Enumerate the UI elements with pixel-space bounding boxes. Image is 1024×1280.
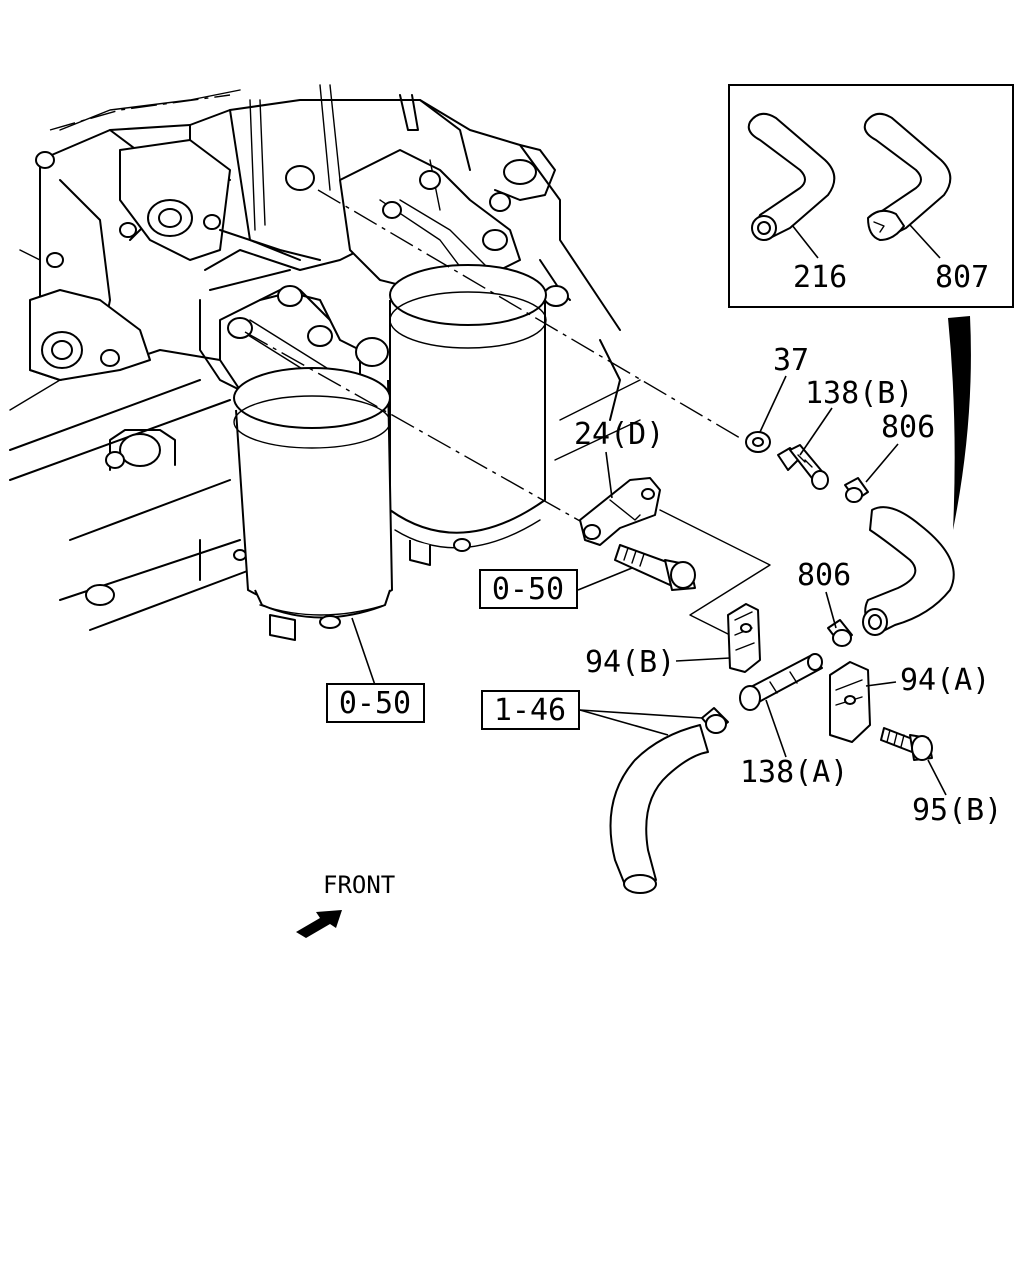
- clip-94a: [829, 661, 871, 743]
- callout-94b: 94(B): [585, 645, 675, 680]
- engine-block: [9, 84, 641, 631]
- fitting-138b: [777, 444, 829, 490]
- inset-hose-variants: [728, 84, 1014, 308]
- right-hose: [862, 506, 955, 636]
- clamp-806-upper: [844, 477, 869, 503]
- rear-filter-cartridge: [389, 264, 547, 566]
- front-filter-cartridge: [233, 367, 393, 641]
- lower-hose: [609, 707, 729, 894]
- clamp-806-lower: [827, 619, 853, 647]
- callout-807: 807: [935, 260, 989, 295]
- assembly-lines: [244, 189, 771, 641]
- callout-37: 37: [773, 343, 809, 378]
- front-indicator: FRONT: [296, 871, 395, 938]
- ref-box-0-50-lower: 0-50: [326, 683, 425, 723]
- callout-95b: 95(B): [912, 793, 1002, 828]
- inset-pointer: [948, 316, 971, 530]
- callout-806-upper: 806: [881, 410, 935, 445]
- svg-text:0-50: 0-50: [339, 686, 411, 721]
- callout-138a: 138(A): [740, 755, 848, 790]
- callout-806-lower: 806: [797, 558, 851, 593]
- bolt-0-50: [614, 544, 696, 591]
- svg-text:1-46: 1-46: [494, 693, 566, 728]
- ref-box-0-50-upper: 0-50: [479, 569, 578, 609]
- svg-text:0-50: 0-50: [492, 572, 564, 607]
- clip-94b: [727, 603, 761, 673]
- front-label: FRONT: [323, 871, 395, 899]
- leader-lines: [351, 375, 947, 796]
- callout-216: 216: [793, 260, 847, 295]
- callout-138b: 138(B): [805, 376, 913, 411]
- connector-138a: [739, 653, 823, 711]
- front-arrow-icon: [296, 910, 342, 938]
- ref-box-1-46: 1-46: [481, 690, 580, 730]
- callout-24d: 24(D): [574, 417, 664, 452]
- bracket-24d: [579, 477, 661, 546]
- gasket-37: [745, 431, 771, 453]
- bolt-95b: [880, 727, 933, 761]
- callout-94a: 94(A): [900, 663, 990, 698]
